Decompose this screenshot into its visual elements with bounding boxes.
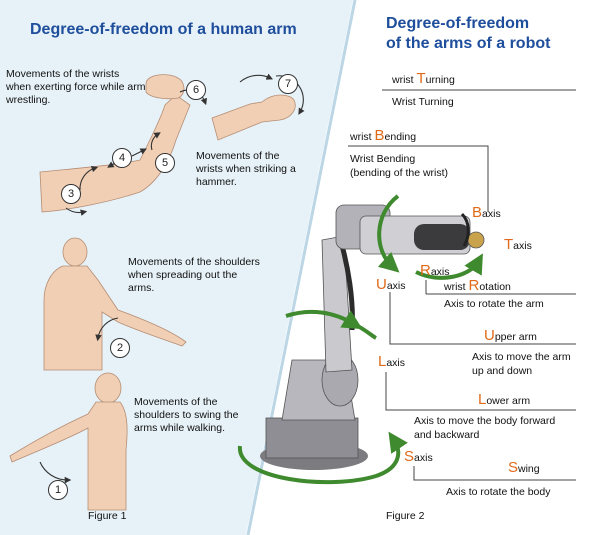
axis-s: Saxis xyxy=(404,448,433,465)
human-arm-title: Degree-of-freedom of a human arm xyxy=(30,21,297,38)
number-badge-2: 2 xyxy=(110,338,130,358)
robot-arm-title-line2: of the arms of a robot xyxy=(386,35,551,52)
number-badge-4: 4 xyxy=(112,148,132,168)
label-wrist-bending: wrist Bending xyxy=(350,127,417,144)
caption-wrist-hammer: Movements of the wrists when striking a … xyxy=(196,150,296,188)
leader-lines xyxy=(348,89,576,481)
caption-wrist-force: Movements of the wrists when exerting fo… xyxy=(6,68,146,106)
label-upper-arm: Upper arm xyxy=(484,327,537,344)
desc-wrist-turning: Wrist Turning xyxy=(392,96,454,108)
desc-wrist-bending: Wrist Bending (bending of the wrist) xyxy=(350,153,449,179)
axis-r: Raxis xyxy=(420,262,450,279)
torso-swinging-figure xyxy=(9,372,128,511)
robot-arm-title-line1: Degree-of-freedom xyxy=(386,15,530,32)
axis-l: Laxis xyxy=(378,353,406,370)
number-badge-5: 5 xyxy=(155,153,175,173)
label-swing: Swing xyxy=(508,459,540,476)
desc-swing: Axis to rotate the body xyxy=(446,486,551,498)
axis-u: Uaxis xyxy=(376,276,406,293)
desc-wrist-rotation: Axis to rotate the arm xyxy=(444,298,544,310)
label-lower-arm: Lower arm xyxy=(478,391,531,408)
axis-t: Taxis xyxy=(504,236,532,253)
label-wrist-turning: wrist Turning xyxy=(392,70,455,87)
robot-motion-arrows xyxy=(237,194,483,485)
number-badge-6: 6 xyxy=(186,80,206,100)
figure-1-label: Figure 1 xyxy=(88,510,127,522)
number-badge-7: 7 xyxy=(278,74,298,94)
number-badge-1: 1 xyxy=(48,480,68,500)
number-badge-3: 3 xyxy=(61,184,81,204)
label-wrist-rotation: wrist Rotation xyxy=(444,277,511,294)
axis-b: Baxis xyxy=(472,204,501,221)
figure-2-label: Figure 2 xyxy=(386,510,425,522)
torso-spreading-figure xyxy=(43,237,187,371)
hammer-fist-figure xyxy=(211,94,296,141)
robot-arm-figure xyxy=(260,204,485,470)
caption-shoulder-spread: Movements of the shoulders when spreadin… xyxy=(128,256,260,294)
desc-lower-arm: Axis to move the body forward and backwa… xyxy=(414,415,556,441)
caption-shoulder-swing: Movements of the shoulders to swing the … xyxy=(134,396,239,434)
desc-upper-arm: Axis to move the arm up and down xyxy=(472,351,571,377)
